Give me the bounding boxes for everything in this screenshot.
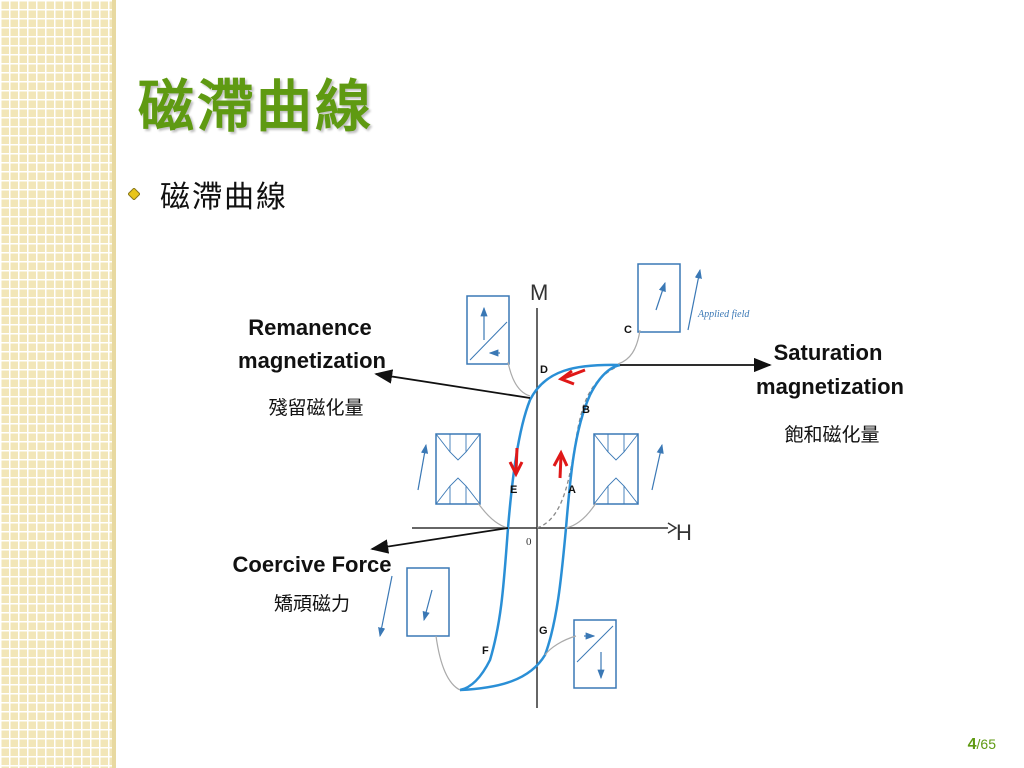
saturation-label-line1: Saturation	[774, 340, 883, 365]
coercive-label: Coercive Force	[233, 552, 392, 577]
saturation-label-zh: 飽和磁化量	[784, 424, 879, 446]
hysteresis-loop-descending	[459, 363, 621, 692]
domain-box-saturation: Applied field	[617, 263, 750, 365]
applied-field-label: Applied field	[697, 309, 750, 320]
point-label-b: B	[582, 404, 590, 416]
saturation-label-line2: magnetization	[756, 374, 904, 399]
page-current: 4	[967, 736, 977, 753]
coercive-label-zh: 矯頑磁力	[274, 593, 350, 615]
m-axis-label: M	[530, 280, 548, 305]
slide-title: 磁滯曲線	[138, 74, 374, 140]
origin-label: 0	[526, 536, 532, 548]
h-axis-label: H	[676, 520, 692, 545]
coercive-arrow	[370, 527, 509, 554]
remanence-label-line2: magnetization	[238, 348, 386, 373]
red-arrow-near-e	[508, 447, 524, 478]
page-total: /65	[976, 736, 996, 752]
decorative-grid-band	[0, 0, 112, 768]
h-axis-arrowhead	[667, 522, 678, 534]
domain-box-f	[378, 567, 461, 691]
red-arrow-near-d	[557, 368, 586, 386]
domain-box-remanence	[466, 295, 531, 397]
remanence-arrow	[374, 369, 531, 399]
remanence-label-zh: 殘留磁化量	[268, 397, 363, 419]
point-label-g: G	[539, 625, 548, 637]
bullet-item: 磁滯曲線	[128, 172, 288, 216]
band-edge	[112, 0, 116, 768]
point-label-f: F	[482, 645, 489, 657]
hysteresis-loop-ascending	[459, 363, 621, 692]
diamond-bullet-icon	[128, 188, 140, 200]
domain-box-a	[565, 433, 664, 529]
domain-box-e	[417, 433, 509, 529]
bullet-text: 磁滯曲線	[160, 180, 288, 215]
remanence-label-line1: Remanence	[248, 315, 372, 340]
page-number: 4/65	[968, 736, 996, 754]
domain-box-g	[544, 619, 617, 689]
red-arrow-near-a	[552, 449, 569, 479]
point-label-e: E	[510, 484, 517, 496]
point-label-a: A	[568, 484, 576, 496]
point-label-c: C	[624, 324, 632, 336]
point-label-d: D	[540, 364, 548, 376]
